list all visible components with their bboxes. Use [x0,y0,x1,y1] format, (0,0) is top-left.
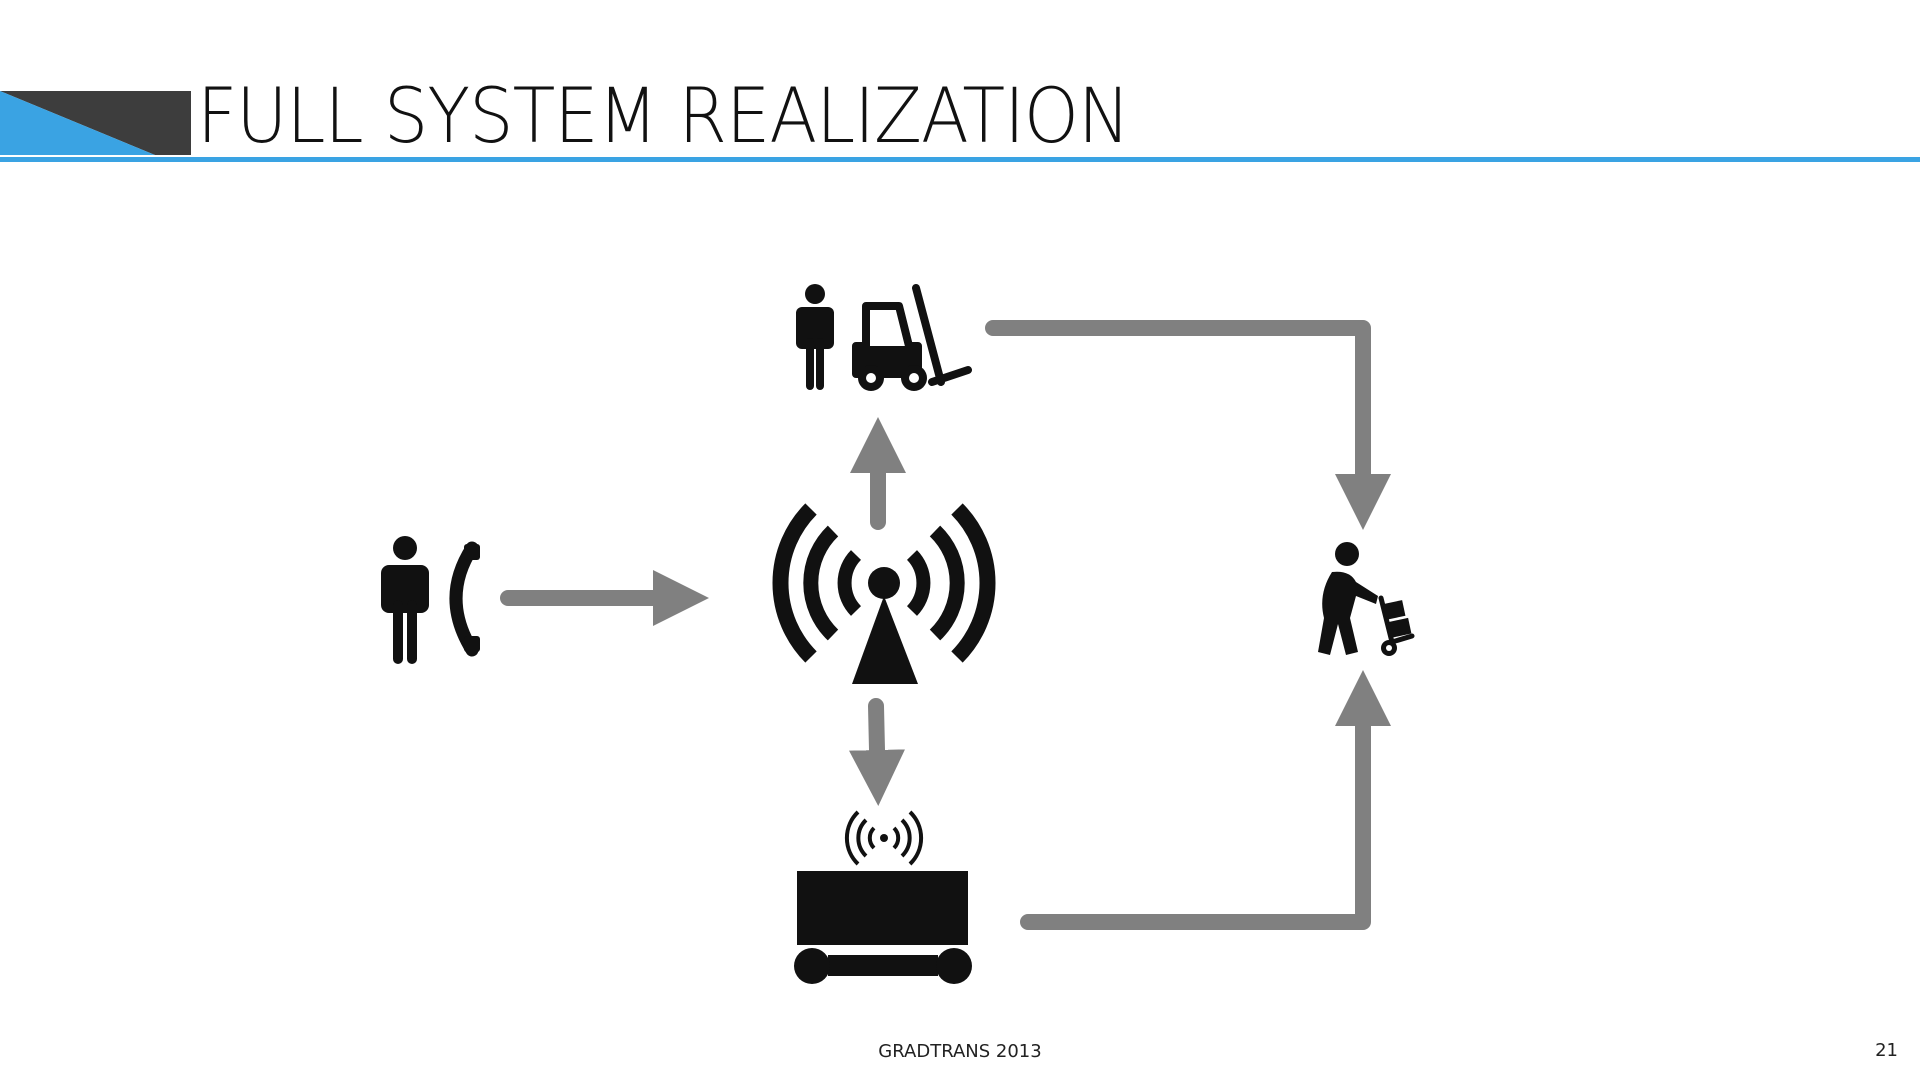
footer-label: GRADTRANS 2013 [878,1041,1042,1062]
arrow-cart-to-delivery [1020,670,1391,930]
person-with-hand-truck-icon [1318,542,1415,656]
forklift-icon [852,284,972,391]
cart-signal-icon [844,810,924,866]
person-icon [381,536,429,664]
wireless-tower-icon [772,503,996,684]
robotic-cart-icon [794,810,972,984]
person-with-forklift-icon [796,284,972,391]
operator-person-icon [796,284,834,390]
slide-header [0,91,1920,162]
arrow-forklift-to-delivery [985,320,1391,530]
phone-handset-icon [449,541,480,657]
header-dark-wedge [0,91,191,155]
slide-title: FULL SYSTEM REALIZATION [197,71,1130,160]
header-blue-wedge [0,91,155,155]
arrow-hub-to-cart [849,698,905,806]
header-underline [0,157,1920,162]
arrows [500,320,1391,930]
page-number: 21 [1875,1040,1898,1061]
person-with-phone-icon [381,536,480,664]
